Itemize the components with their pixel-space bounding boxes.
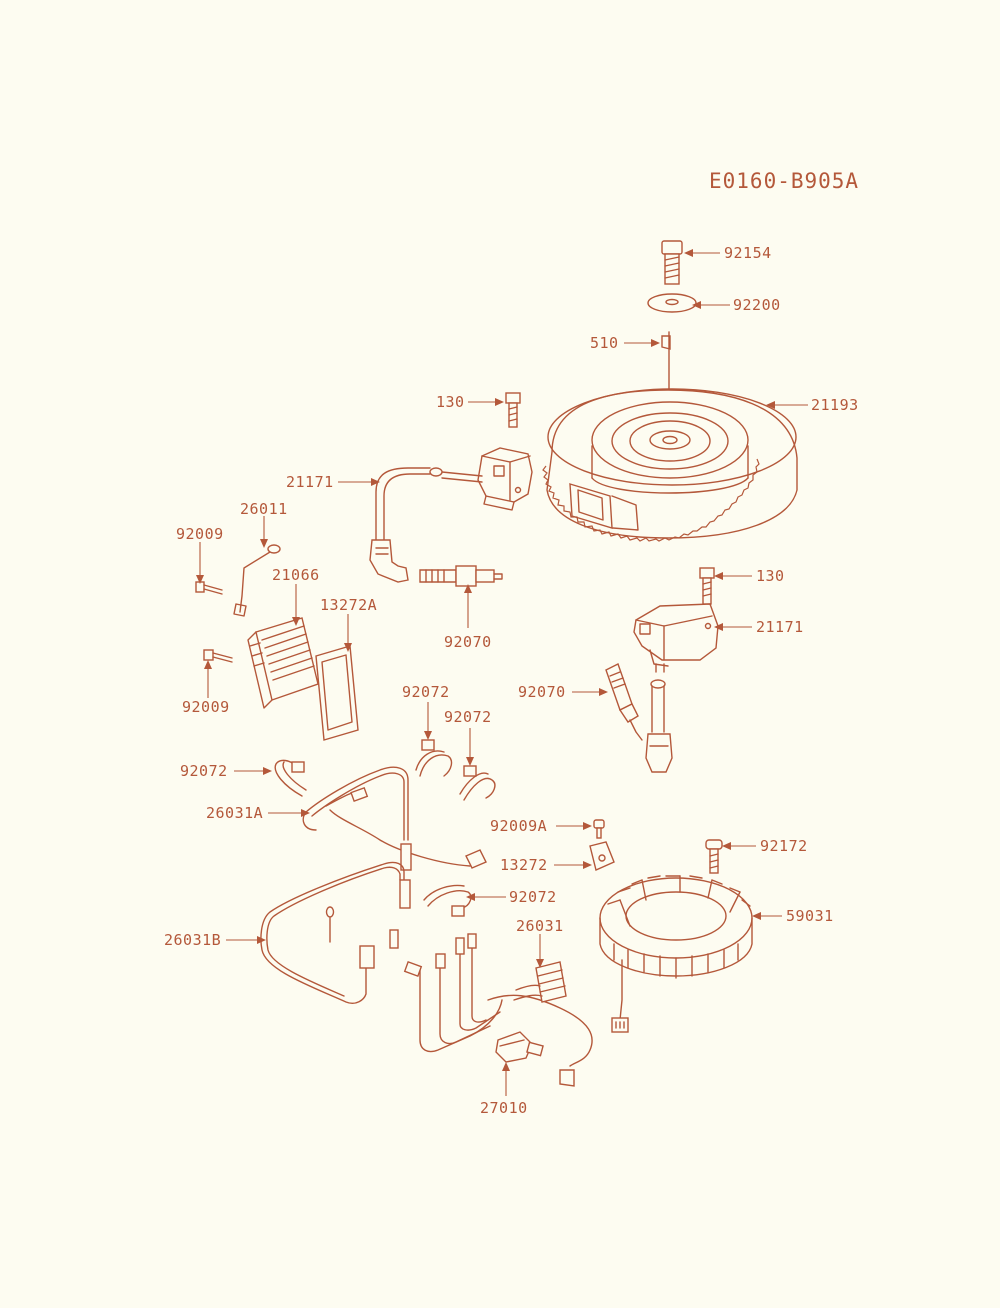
diagram-code: E0160-B905A	[709, 169, 859, 193]
label-92070-lower: 92070	[518, 683, 566, 701]
clamp-92072-d-drawing	[423, 884, 472, 917]
label-510: 510	[590, 334, 619, 352]
label-92072-c: 92072	[180, 762, 228, 780]
terminal-26011-drawing	[233, 544, 281, 617]
label-92009A: 92009A	[490, 817, 547, 835]
bolt-130-upper-drawing	[505, 392, 521, 428]
label-26031B: 26031B	[164, 931, 221, 949]
harness-26031A-drawing	[302, 766, 487, 871]
bolt-130-lower-drawing	[699, 567, 715, 605]
regulator-21066-drawing	[247, 617, 319, 709]
label-92154: 92154	[724, 244, 772, 262]
label-26011: 26011	[240, 500, 288, 518]
bolt-92154-drawing	[661, 240, 683, 285]
label-92070-upper: 92070	[444, 633, 492, 651]
label-92172: 92172	[760, 837, 808, 855]
bolt-92009-lower-drawing	[203, 649, 233, 663]
plate-13272-drawing	[589, 841, 615, 871]
ignition-coil-upper-drawing	[369, 447, 533, 583]
spark-plug-upper-drawing	[419, 565, 503, 587]
label-130-lower: 130	[756, 567, 785, 585]
label-92009-upper: 92009	[176, 525, 224, 543]
label-26031: 26031	[516, 917, 564, 935]
gasket-13272A-drawing	[315, 645, 359, 741]
label-130-upper: 130	[436, 393, 465, 411]
label-21066: 21066	[272, 566, 320, 584]
bolt-92172-drawing	[705, 839, 723, 874]
flywheel-21193-drawing	[542, 388, 798, 542]
label-92072-a: 92072	[402, 683, 450, 701]
label-26031A: 26031A	[206, 804, 263, 822]
label-92072-b: 92072	[444, 708, 492, 726]
label-92009-lower: 92009	[182, 698, 230, 716]
harness-26031-drawing	[403, 933, 593, 1087]
label-13272: 13272	[500, 856, 548, 874]
key-510-drawing	[661, 335, 671, 350]
spark-plug-lower-drawing	[605, 663, 643, 741]
bolt-92009A-drawing	[593, 819, 605, 839]
stator-59031-drawing	[599, 875, 753, 1033]
clamp-92072-c-drawing	[274, 759, 307, 797]
bolt-92009-upper-drawing	[195, 581, 223, 595]
label-21193: 21193	[811, 396, 859, 414]
label-27010: 27010	[480, 1099, 528, 1117]
washer-92200-drawing	[647, 293, 697, 313]
label-92072-d: 92072	[509, 888, 557, 906]
clamp-92072-a-drawing	[415, 739, 453, 777]
switch-27010-drawing	[495, 1031, 544, 1063]
label-21171-lower: 21171	[756, 618, 804, 636]
label-21171-upper: 21171	[286, 473, 334, 491]
label-92200: 92200	[733, 296, 781, 314]
label-13272A: 13272A	[320, 596, 377, 614]
clamp-92072-b-drawing	[459, 765, 496, 801]
label-59031: 59031	[786, 907, 834, 925]
ignition-coil-lower-drawing	[633, 603, 719, 773]
harness-26031B-drawing	[260, 861, 411, 1004]
